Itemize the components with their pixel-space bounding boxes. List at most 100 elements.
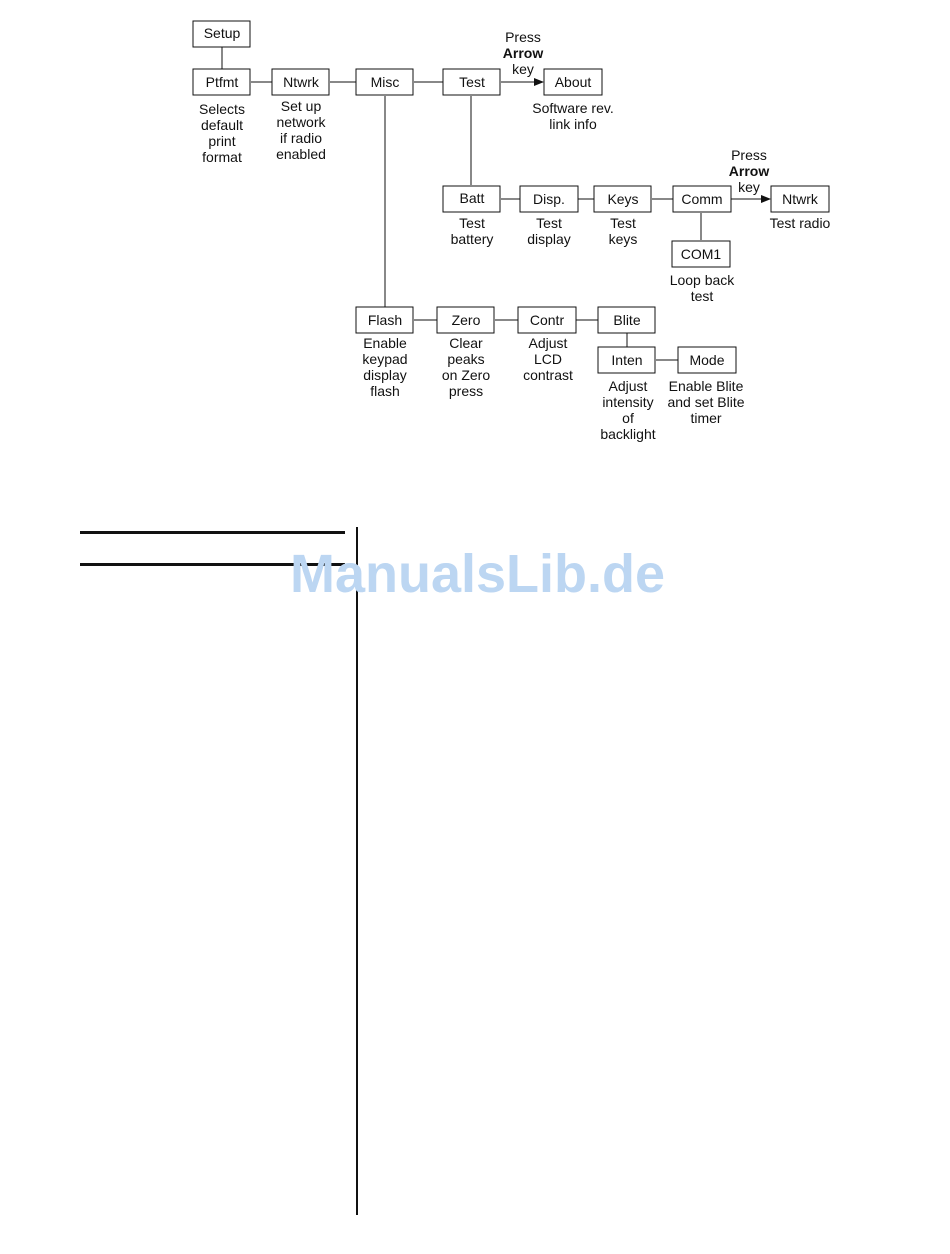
svg-text:format: format bbox=[202, 149, 242, 165]
svg-text:print: print bbox=[208, 133, 235, 149]
node-keys: Keys bbox=[593, 185, 652, 213]
svg-text:Blite: Blite bbox=[613, 312, 640, 328]
node-comm: Comm bbox=[672, 185, 732, 213]
svg-text:and set Blite: and set Blite bbox=[667, 394, 744, 410]
svg-text:on Zero: on Zero bbox=[442, 367, 490, 383]
svg-text:Inten: Inten bbox=[611, 352, 642, 368]
svg-text:Arrow: Arrow bbox=[729, 163, 770, 179]
svg-text:Zero: Zero bbox=[452, 312, 481, 328]
node-com1: COM1 bbox=[671, 240, 731, 268]
caption-about: Software rev. link info bbox=[532, 100, 613, 132]
node-about: About bbox=[543, 68, 603, 96]
svg-text:Test: Test bbox=[536, 215, 562, 231]
node-inten: Inten bbox=[597, 346, 656, 374]
caption-inten: Adjust intensity of backlight bbox=[600, 378, 655, 442]
caption-disp: Test display bbox=[527, 215, 571, 247]
caption-com1: Loop back test bbox=[670, 272, 736, 304]
node-contr: Contr bbox=[517, 306, 577, 334]
svg-text:Batt: Batt bbox=[460, 190, 485, 206]
arrow-note-comm: Press Arrow key bbox=[729, 147, 770, 195]
svg-text:Clear: Clear bbox=[449, 335, 483, 351]
svg-text:test: test bbox=[691, 288, 714, 304]
svg-text:display: display bbox=[527, 231, 571, 247]
svg-text:Software rev.: Software rev. bbox=[532, 100, 613, 116]
svg-text:Test radio: Test radio bbox=[770, 215, 831, 231]
svg-text:network: network bbox=[276, 114, 326, 130]
node-ntwrk: Ntwrk bbox=[271, 68, 330, 96]
caption-batt: Test battery bbox=[451, 215, 494, 247]
node-batt: Batt bbox=[442, 185, 501, 213]
svg-text:peaks: peaks bbox=[447, 351, 484, 367]
svg-text:if radio: if radio bbox=[280, 130, 322, 146]
svg-text:Test: Test bbox=[610, 215, 636, 231]
svg-text:keys: keys bbox=[609, 231, 638, 247]
svg-text:backlight: backlight bbox=[600, 426, 655, 442]
header-rule-top bbox=[80, 531, 345, 534]
caption-ntwrk-radio: Test radio bbox=[770, 215, 831, 231]
node-mode: Mode bbox=[677, 346, 737, 374]
svg-text:key: key bbox=[738, 179, 760, 195]
connector-lines bbox=[221, 47, 771, 361]
caption-zero: Clear peaks on Zero press bbox=[442, 335, 490, 399]
caption-contr: Adjust LCD contrast bbox=[523, 335, 573, 383]
svg-text:flash: flash bbox=[370, 383, 400, 399]
node-zero: Zero bbox=[436, 306, 495, 334]
svg-text:Adjust: Adjust bbox=[529, 335, 568, 351]
svg-text:Selects: Selects bbox=[199, 101, 245, 117]
svg-text:Comm: Comm bbox=[681, 191, 722, 207]
svg-text:contrast: contrast bbox=[523, 367, 573, 383]
svg-text:intensity: intensity bbox=[602, 394, 653, 410]
caption-flash: Enable keypad display flash bbox=[362, 335, 407, 399]
node-blite: Blite bbox=[597, 306, 656, 334]
svg-text:Ntwrk: Ntwrk bbox=[283, 74, 320, 90]
svg-text:Misc: Misc bbox=[371, 74, 400, 90]
svg-text:Flash: Flash bbox=[368, 312, 402, 328]
svg-text:keypad: keypad bbox=[362, 351, 407, 367]
svg-text:enabled: enabled bbox=[276, 146, 326, 162]
svg-text:display: display bbox=[363, 367, 407, 383]
svg-text:About: About bbox=[555, 74, 592, 90]
svg-text:Mode: Mode bbox=[689, 352, 724, 368]
svg-text:Contr: Contr bbox=[530, 312, 565, 328]
svg-text:Set up: Set up bbox=[281, 98, 322, 114]
svg-text:LCD: LCD bbox=[534, 351, 562, 367]
svg-text:Keys: Keys bbox=[607, 191, 638, 207]
svg-text:Adjust: Adjust bbox=[609, 378, 648, 394]
svg-text:Enable Blite: Enable Blite bbox=[669, 378, 744, 394]
node-test: Test bbox=[442, 68, 501, 96]
caption-ntwrk: Set up network if radio enabled bbox=[276, 98, 326, 162]
svg-text:Arrow: Arrow bbox=[503, 45, 544, 61]
svg-text:default: default bbox=[201, 117, 243, 133]
menu-tree-diagram: Setup Ptfmt Ntwrk Misc Test About Batt D… bbox=[192, 20, 831, 442]
svg-text:Press: Press bbox=[731, 147, 767, 163]
svg-text:Ntwrk: Ntwrk bbox=[782, 191, 819, 207]
svg-text:Press: Press bbox=[505, 29, 541, 45]
svg-text:link info: link info bbox=[549, 116, 597, 132]
caption-keys: Test keys bbox=[609, 215, 638, 247]
svg-text:press: press bbox=[449, 383, 483, 399]
svg-text:Loop back: Loop back bbox=[670, 272, 736, 288]
svg-text:battery: battery bbox=[451, 231, 494, 247]
node-misc: Misc bbox=[355, 68, 414, 96]
svg-text:COM1: COM1 bbox=[681, 246, 722, 262]
node-ptfmt: Ptfmt bbox=[192, 68, 251, 96]
node-ntwrk-radio: Ntwrk bbox=[770, 185, 830, 213]
watermark-text: ManualsLib.de bbox=[290, 544, 666, 604]
svg-text:Setup: Setup bbox=[204, 25, 241, 41]
svg-text:Test: Test bbox=[459, 74, 485, 90]
column-divider bbox=[356, 527, 358, 1215]
svg-text:of: of bbox=[622, 410, 634, 426]
svg-text:key: key bbox=[512, 61, 534, 77]
svg-text:timer: timer bbox=[690, 410, 721, 426]
svg-text:Disp.: Disp. bbox=[533, 191, 565, 207]
node-disp: Disp. bbox=[519, 185, 579, 213]
header-rule-bottom bbox=[80, 563, 345, 566]
svg-text:Enable: Enable bbox=[363, 335, 407, 351]
svg-text:Ptfmt: Ptfmt bbox=[206, 74, 239, 90]
node-setup: Setup bbox=[192, 20, 251, 48]
caption-mode: Enable Blite and set Blite timer bbox=[667, 378, 744, 426]
caption-ptfmt: Selects default print format bbox=[199, 101, 245, 165]
svg-text:Test: Test bbox=[459, 215, 485, 231]
arrow-note-test: Press Arrow key bbox=[503, 29, 544, 77]
node-flash: Flash bbox=[355, 306, 414, 334]
